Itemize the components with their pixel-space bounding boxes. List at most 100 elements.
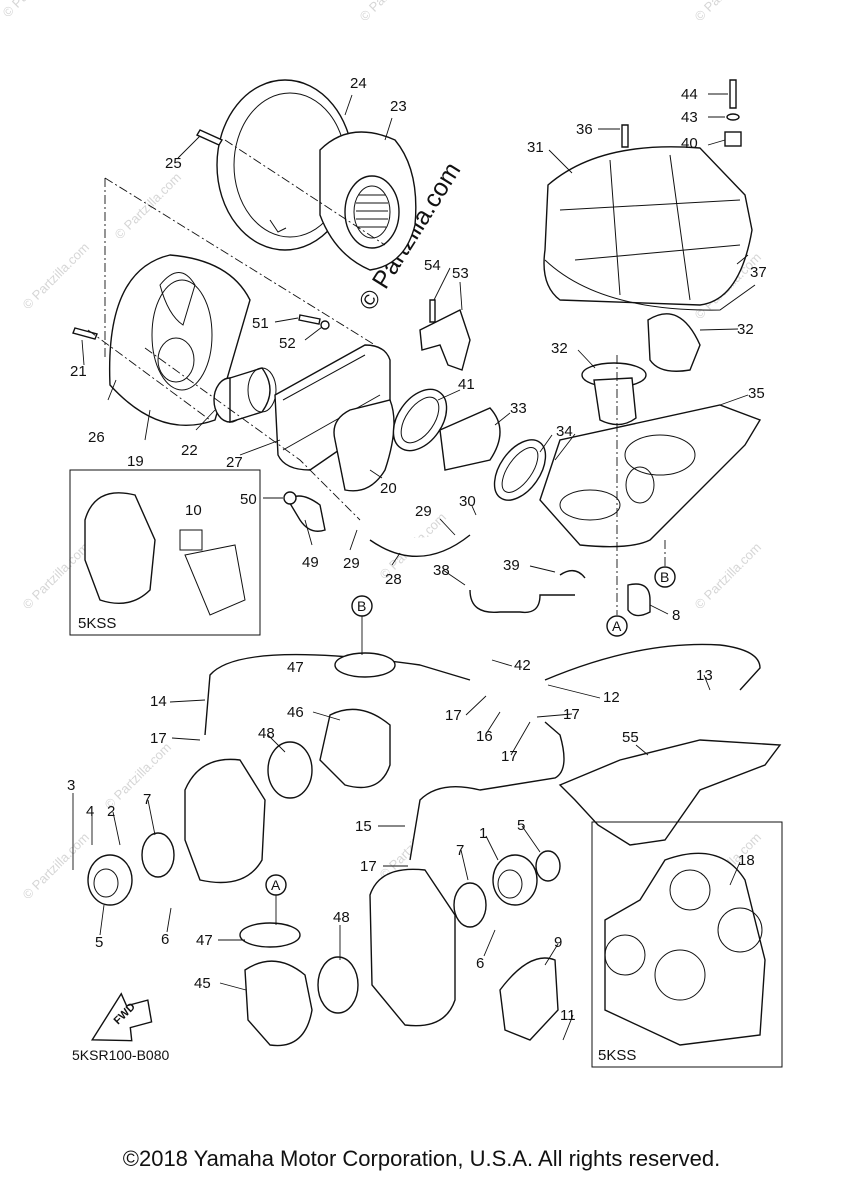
variant-box-5kss-right <box>591 821 783 1068</box>
gasket-plate-illustration <box>604 852 766 1046</box>
callout-51: 51 <box>252 315 269 332</box>
reference-label: B <box>357 598 366 614</box>
callout-37: 37 <box>750 264 767 281</box>
vent-hose-part <box>409 721 565 861</box>
heat-shield-plate-part <box>558 739 782 846</box>
callout-31: 31 <box>527 139 544 156</box>
assembly-line <box>87 329 211 421</box>
callout-19: 19 <box>127 453 144 470</box>
watermark: © Partzilla.com <box>692 540 765 613</box>
variant-label-right: 5KSS <box>598 1047 636 1064</box>
callout-5: 5 <box>517 817 525 834</box>
hose-clamp-part <box>334 652 396 678</box>
watermark: © Partzilla.com <box>692 0 765 24</box>
callout-33: 33 <box>510 400 527 417</box>
air-filter-element-part <box>319 131 417 271</box>
clamp-part <box>267 741 313 799</box>
intake-joint-part <box>213 367 277 423</box>
callout-50: 50 <box>240 491 257 508</box>
clip-part <box>559 570 586 579</box>
breather-hose-part <box>369 534 471 558</box>
o-ring-part <box>535 850 561 882</box>
bracket-part <box>333 399 395 492</box>
carb-variant-illustration <box>84 492 156 604</box>
callout-12: 12 <box>603 689 620 706</box>
washer-part <box>726 113 740 121</box>
callout-28: 28 <box>385 571 402 588</box>
callout-labels: 24 23 25 21 26 19 22 27 20 51 52 54 53 4… <box>67 75 767 1024</box>
callout-6: 6 <box>161 931 169 948</box>
callout-14: 14 <box>150 693 167 710</box>
watermark: © Partzilla.com <box>112 170 185 243</box>
small-bracket-part <box>287 495 326 532</box>
callout-18: 18 <box>738 852 755 869</box>
intake-boots-part <box>392 388 547 501</box>
callout-23: 23 <box>390 98 407 115</box>
callout-25: 25 <box>165 155 182 172</box>
callout-17: 17 <box>360 858 377 875</box>
air-box-base-part <box>539 404 762 548</box>
watermark: © Partzilla.com <box>20 240 93 313</box>
callout-27: 27 <box>226 454 243 471</box>
callout-24: 24 <box>350 75 367 92</box>
joint-part <box>593 377 637 426</box>
intake-manifold-part <box>87 854 133 906</box>
assembly-line <box>144 347 361 521</box>
air-box-cover-part <box>543 146 753 306</box>
callout-11: 11 <box>560 1007 576 1024</box>
air-cleaner-assembly-left <box>72 79 575 614</box>
callout-5: 5 <box>95 934 103 951</box>
hose-clamp-part <box>239 922 301 948</box>
callout-16: 16 <box>476 728 493 745</box>
intake-elbow-part <box>244 960 313 1047</box>
callout-52: 52 <box>279 335 296 352</box>
callout-8: 8 <box>672 607 680 624</box>
callout-30: 30 <box>459 493 476 510</box>
assembly-line <box>224 139 386 246</box>
watermark: © Partzilla.com <box>20 540 93 613</box>
air-box-assembly-right <box>539 79 762 617</box>
screw-part <box>621 124 629 148</box>
callout-54: 54 <box>424 257 441 274</box>
callout-32: 32 <box>551 340 568 357</box>
callout-3: 3 <box>67 777 75 794</box>
watermark: © Partzilla.com <box>357 0 430 24</box>
callout-49: 49 <box>302 554 319 571</box>
callout-38: 38 <box>433 562 450 579</box>
reference-markers: A B B A <box>265 566 676 925</box>
callout-39: 39 <box>503 557 520 574</box>
watermark: © Partzilla.com <box>0 0 72 20</box>
callout-7: 7 <box>456 842 464 859</box>
forward-arrow-icon: FWD <box>90 992 153 1042</box>
callout-6: 6 <box>476 955 484 972</box>
callout-55: 55 <box>622 729 639 746</box>
washer-part <box>320 320 330 330</box>
air-cleaner-case-part <box>108 254 251 427</box>
clamp-part <box>141 832 175 878</box>
watermark: © Partzilla.com <box>102 740 175 813</box>
leader-lines <box>72 93 749 1041</box>
reference-marker-a <box>606 615 628 637</box>
callout-26: 26 <box>88 429 105 446</box>
vent-hose-part <box>544 643 761 691</box>
variant-box-5kss-left <box>69 469 261 636</box>
intake-manifold-part <box>492 854 538 906</box>
callout-46: 46 <box>287 704 304 721</box>
callout-41: 41 <box>458 376 475 393</box>
callout-17: 17 <box>563 706 580 723</box>
callout-47: 47 <box>196 932 213 949</box>
bolt-part <box>429 299 436 323</box>
diagram-code: 5KSR100-B080 <box>72 1047 170 1063</box>
callout-35: 35 <box>748 385 765 402</box>
callout-17: 17 <box>150 730 167 747</box>
callout-43: 43 <box>681 109 698 126</box>
intake-elbow-part <box>319 708 391 789</box>
drain-hose-part <box>469 589 575 614</box>
callout-4: 4 <box>86 803 94 820</box>
callout-10: 10 <box>185 502 202 519</box>
carburetor-front-part <box>369 868 456 1027</box>
callout-22: 22 <box>181 442 198 459</box>
callout-40: 40 <box>681 135 698 152</box>
bolt-part <box>298 314 321 325</box>
